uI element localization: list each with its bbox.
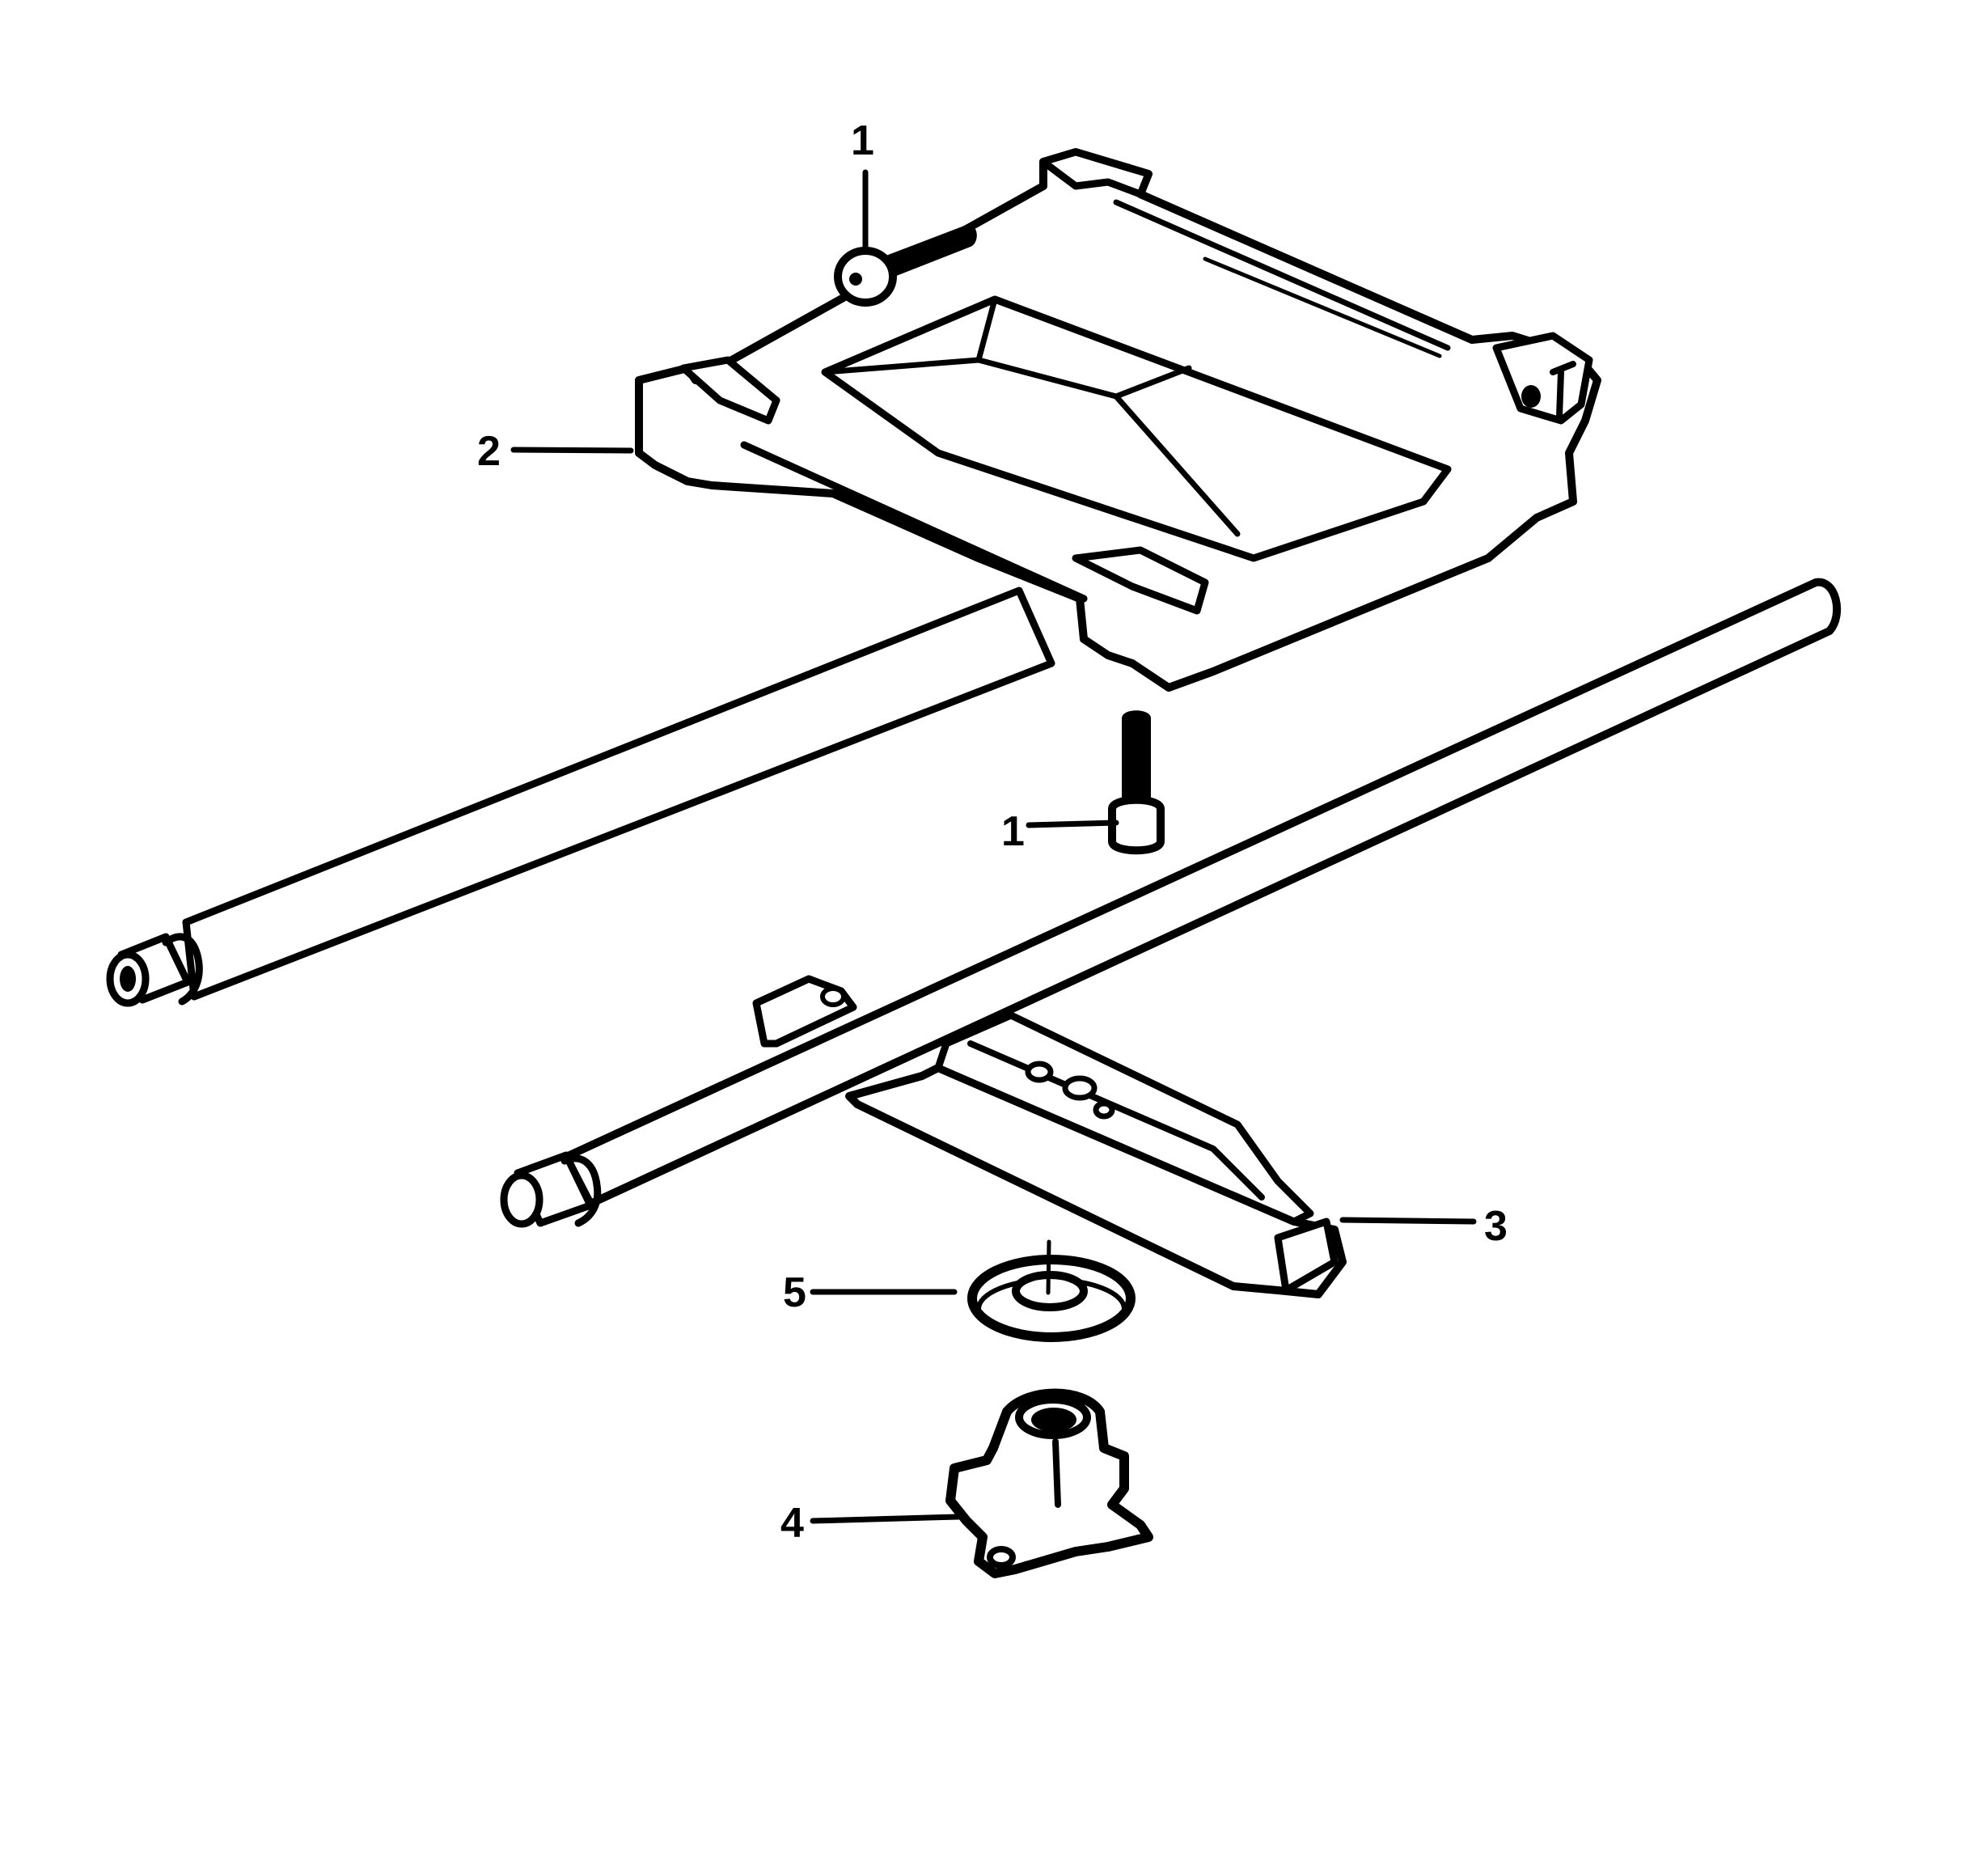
platform <box>635 148 1601 692</box>
callout-1-lower: 1 <box>1001 808 1025 855</box>
rod-front <box>500 578 1841 1228</box>
rod-back <box>106 587 1055 1007</box>
bolt-lower <box>1108 710 1165 855</box>
callout-2: 2 <box>477 428 501 475</box>
callout-1-top: 1 <box>851 117 874 164</box>
clamp-bar <box>752 975 1347 1298</box>
star-knob <box>945 1388 1153 1578</box>
leader-lines <box>510 169 1477 1524</box>
callout-5: 5 <box>783 1269 806 1316</box>
callout-3: 3 <box>1484 1203 1508 1250</box>
callout-4: 4 <box>780 1500 804 1547</box>
washer <box>967 1239 1136 1342</box>
bolt-upper <box>834 224 977 307</box>
